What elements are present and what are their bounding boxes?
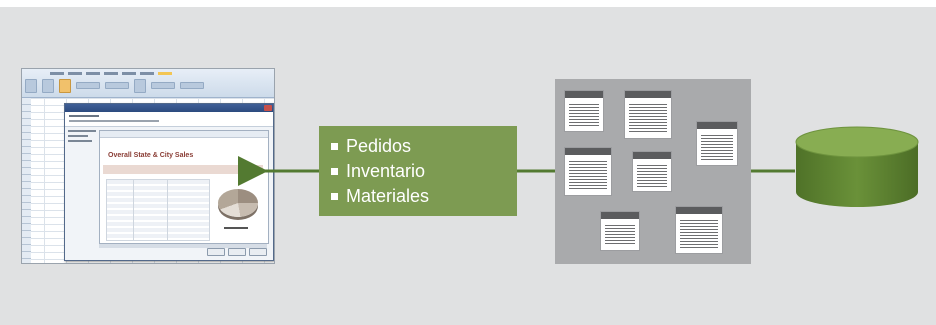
pie-chart-icon <box>218 189 258 217</box>
label-item-text: Inventario <box>346 161 426 181</box>
bullet-icon <box>331 193 338 200</box>
tables-panel <box>555 79 751 264</box>
report-tree <box>68 130 98 210</box>
close-icon <box>264 105 272 111</box>
label-item-text: Materiales <box>346 186 430 206</box>
report-wizard-window: Overall State & City Sales <box>64 103 274 261</box>
label-item: Materiales <box>331 184 517 209</box>
data-table-icon <box>633 152 671 191</box>
report-preview: Overall State & City Sales <box>99 130 269 244</box>
data-table-icon <box>676 207 722 253</box>
report-table <box>106 179 210 241</box>
label-item: Pedidos <box>331 134 517 159</box>
label-item: Inventario <box>331 159 517 184</box>
label-item-text: Pedidos <box>346 136 412 156</box>
data-categories-box: Pedidos Inventario Materiales <box>319 126 517 216</box>
report-title: Overall State & City Sales <box>108 152 194 159</box>
data-table-icon <box>565 91 603 131</box>
ribbon <box>22 69 274 98</box>
row-headers <box>22 98 31 263</box>
database-cylinder-icon <box>795 126 919 207</box>
bullet-icon <box>331 168 338 175</box>
data-table-icon <box>625 91 671 138</box>
data-table-icon <box>601 212 639 250</box>
spreadsheet-screenshot-icon: Overall State & City Sales <box>22 69 274 263</box>
data-table-icon <box>697 122 737 165</box>
bullet-icon <box>331 143 338 150</box>
data-table-icon <box>565 148 611 195</box>
